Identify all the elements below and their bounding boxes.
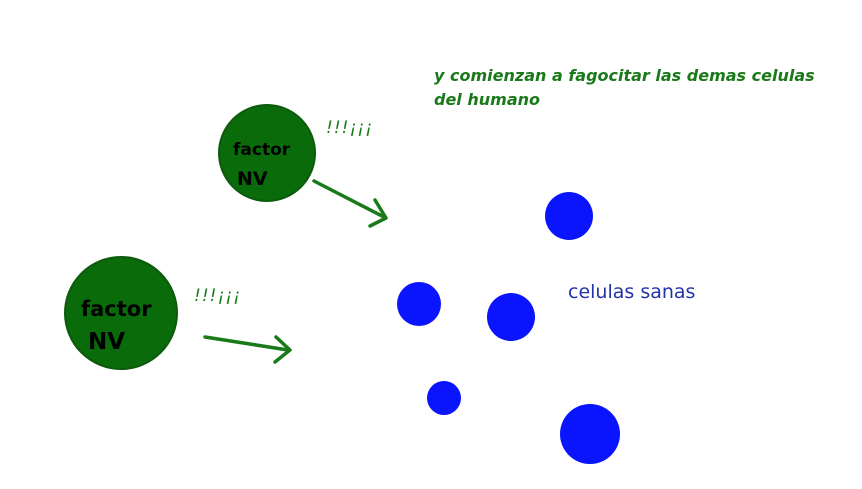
factor-cell-1-label-line2: NV — [237, 168, 268, 190]
factor-cell-2-label-line2: NV — [88, 329, 125, 355]
arrow-2 — [203, 335, 292, 364]
factor-cell-2-label-line1: factor — [81, 297, 152, 321]
narration-caption-line1: y comienzan a fagocitar las demas celula… — [434, 66, 815, 85]
factor-cell-1-label-line1: factor — [233, 140, 291, 160]
factor-cell-2: factor NV — [64, 256, 178, 370]
healthy-cell — [397, 282, 441, 326]
factor-cell-1-body — [218, 104, 316, 202]
factor-cell-2-body — [64, 256, 178, 370]
healthy-cell — [487, 293, 535, 341]
factor-cell-1-exclamation: !!!¡¡¡ — [326, 118, 373, 138]
healthy-cells — [397, 192, 620, 464]
factor-cell-1: factor NV — [218, 104, 316, 202]
healthy-cells-label: celulas sanas — [568, 281, 696, 303]
narration-caption: y comienzan a fagocitar las demas celula… — [434, 64, 815, 112]
arrow-1 — [312, 179, 388, 228]
healthy-cell — [560, 404, 620, 464]
healthy-cell — [545, 192, 593, 240]
narration-caption-line2: del humano — [434, 90, 540, 109]
factor-cell-2-exclamation: !!!¡¡¡ — [194, 286, 241, 306]
healthy-cell — [427, 381, 461, 415]
